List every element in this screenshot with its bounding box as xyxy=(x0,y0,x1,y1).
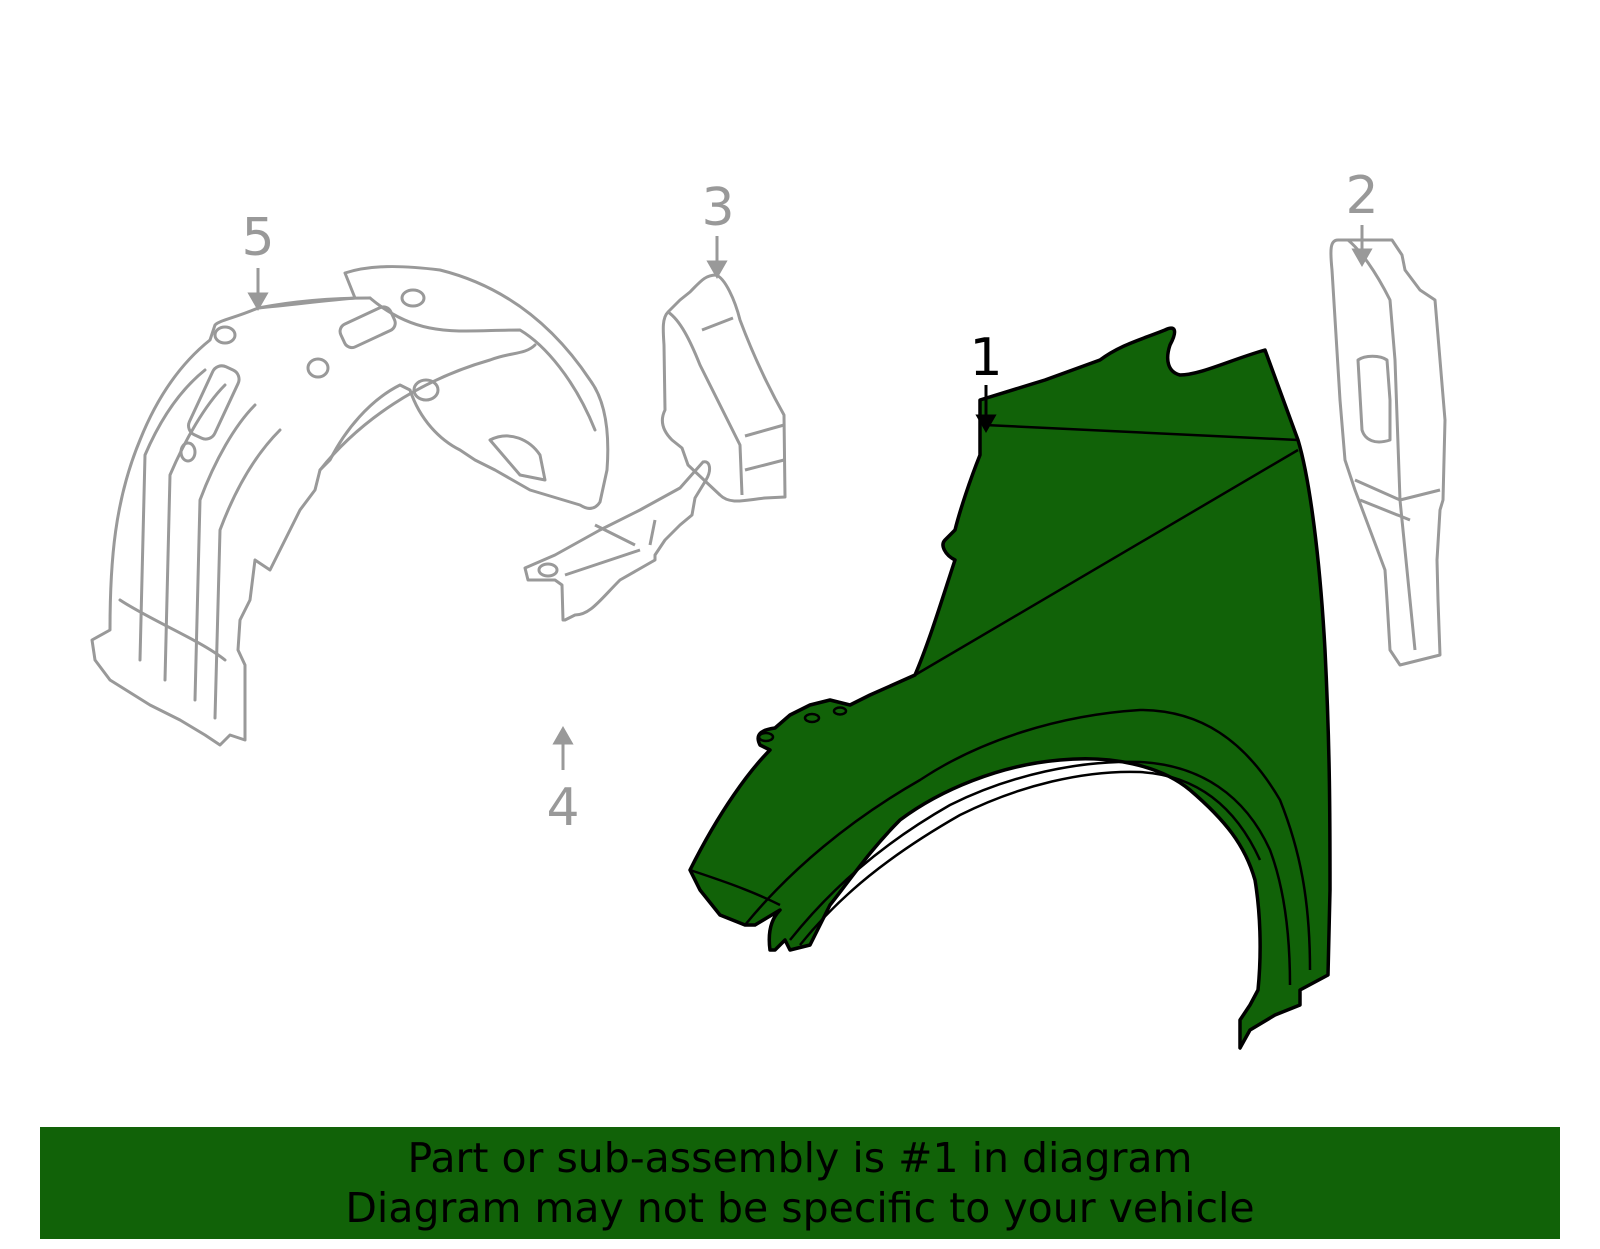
callout-1-label: 1 xyxy=(969,328,1002,388)
part-5-fender-liner[interactable] xyxy=(90,265,610,747)
part-2-side-bracket[interactable] xyxy=(1329,238,1447,667)
callout-5-label: 5 xyxy=(241,208,274,268)
banner-line-disclaimer: Diagram may not be specific to your vehi… xyxy=(345,1184,1255,1232)
callout-3-arrow xyxy=(706,236,728,280)
notice-banner: Part or sub-assembly is #1 in diagram Di… xyxy=(40,1127,1560,1239)
callout-4-arrow xyxy=(552,725,574,770)
part-1-fender[interactable] xyxy=(688,326,1332,1050)
callout-2-label: 2 xyxy=(1345,166,1378,226)
callout-2-arrow xyxy=(1351,225,1373,268)
banner-line-part-number: Part or sub-assembly is #1 in diagram xyxy=(407,1134,1193,1182)
part-3-insulator[interactable] xyxy=(660,273,787,503)
callout-3-label: 3 xyxy=(701,178,734,238)
part-4-bracket[interactable] xyxy=(523,460,712,622)
callout-5-arrow xyxy=(247,268,269,312)
callout-1-arrow xyxy=(975,385,997,434)
callout-4-label: 4 xyxy=(546,778,579,838)
